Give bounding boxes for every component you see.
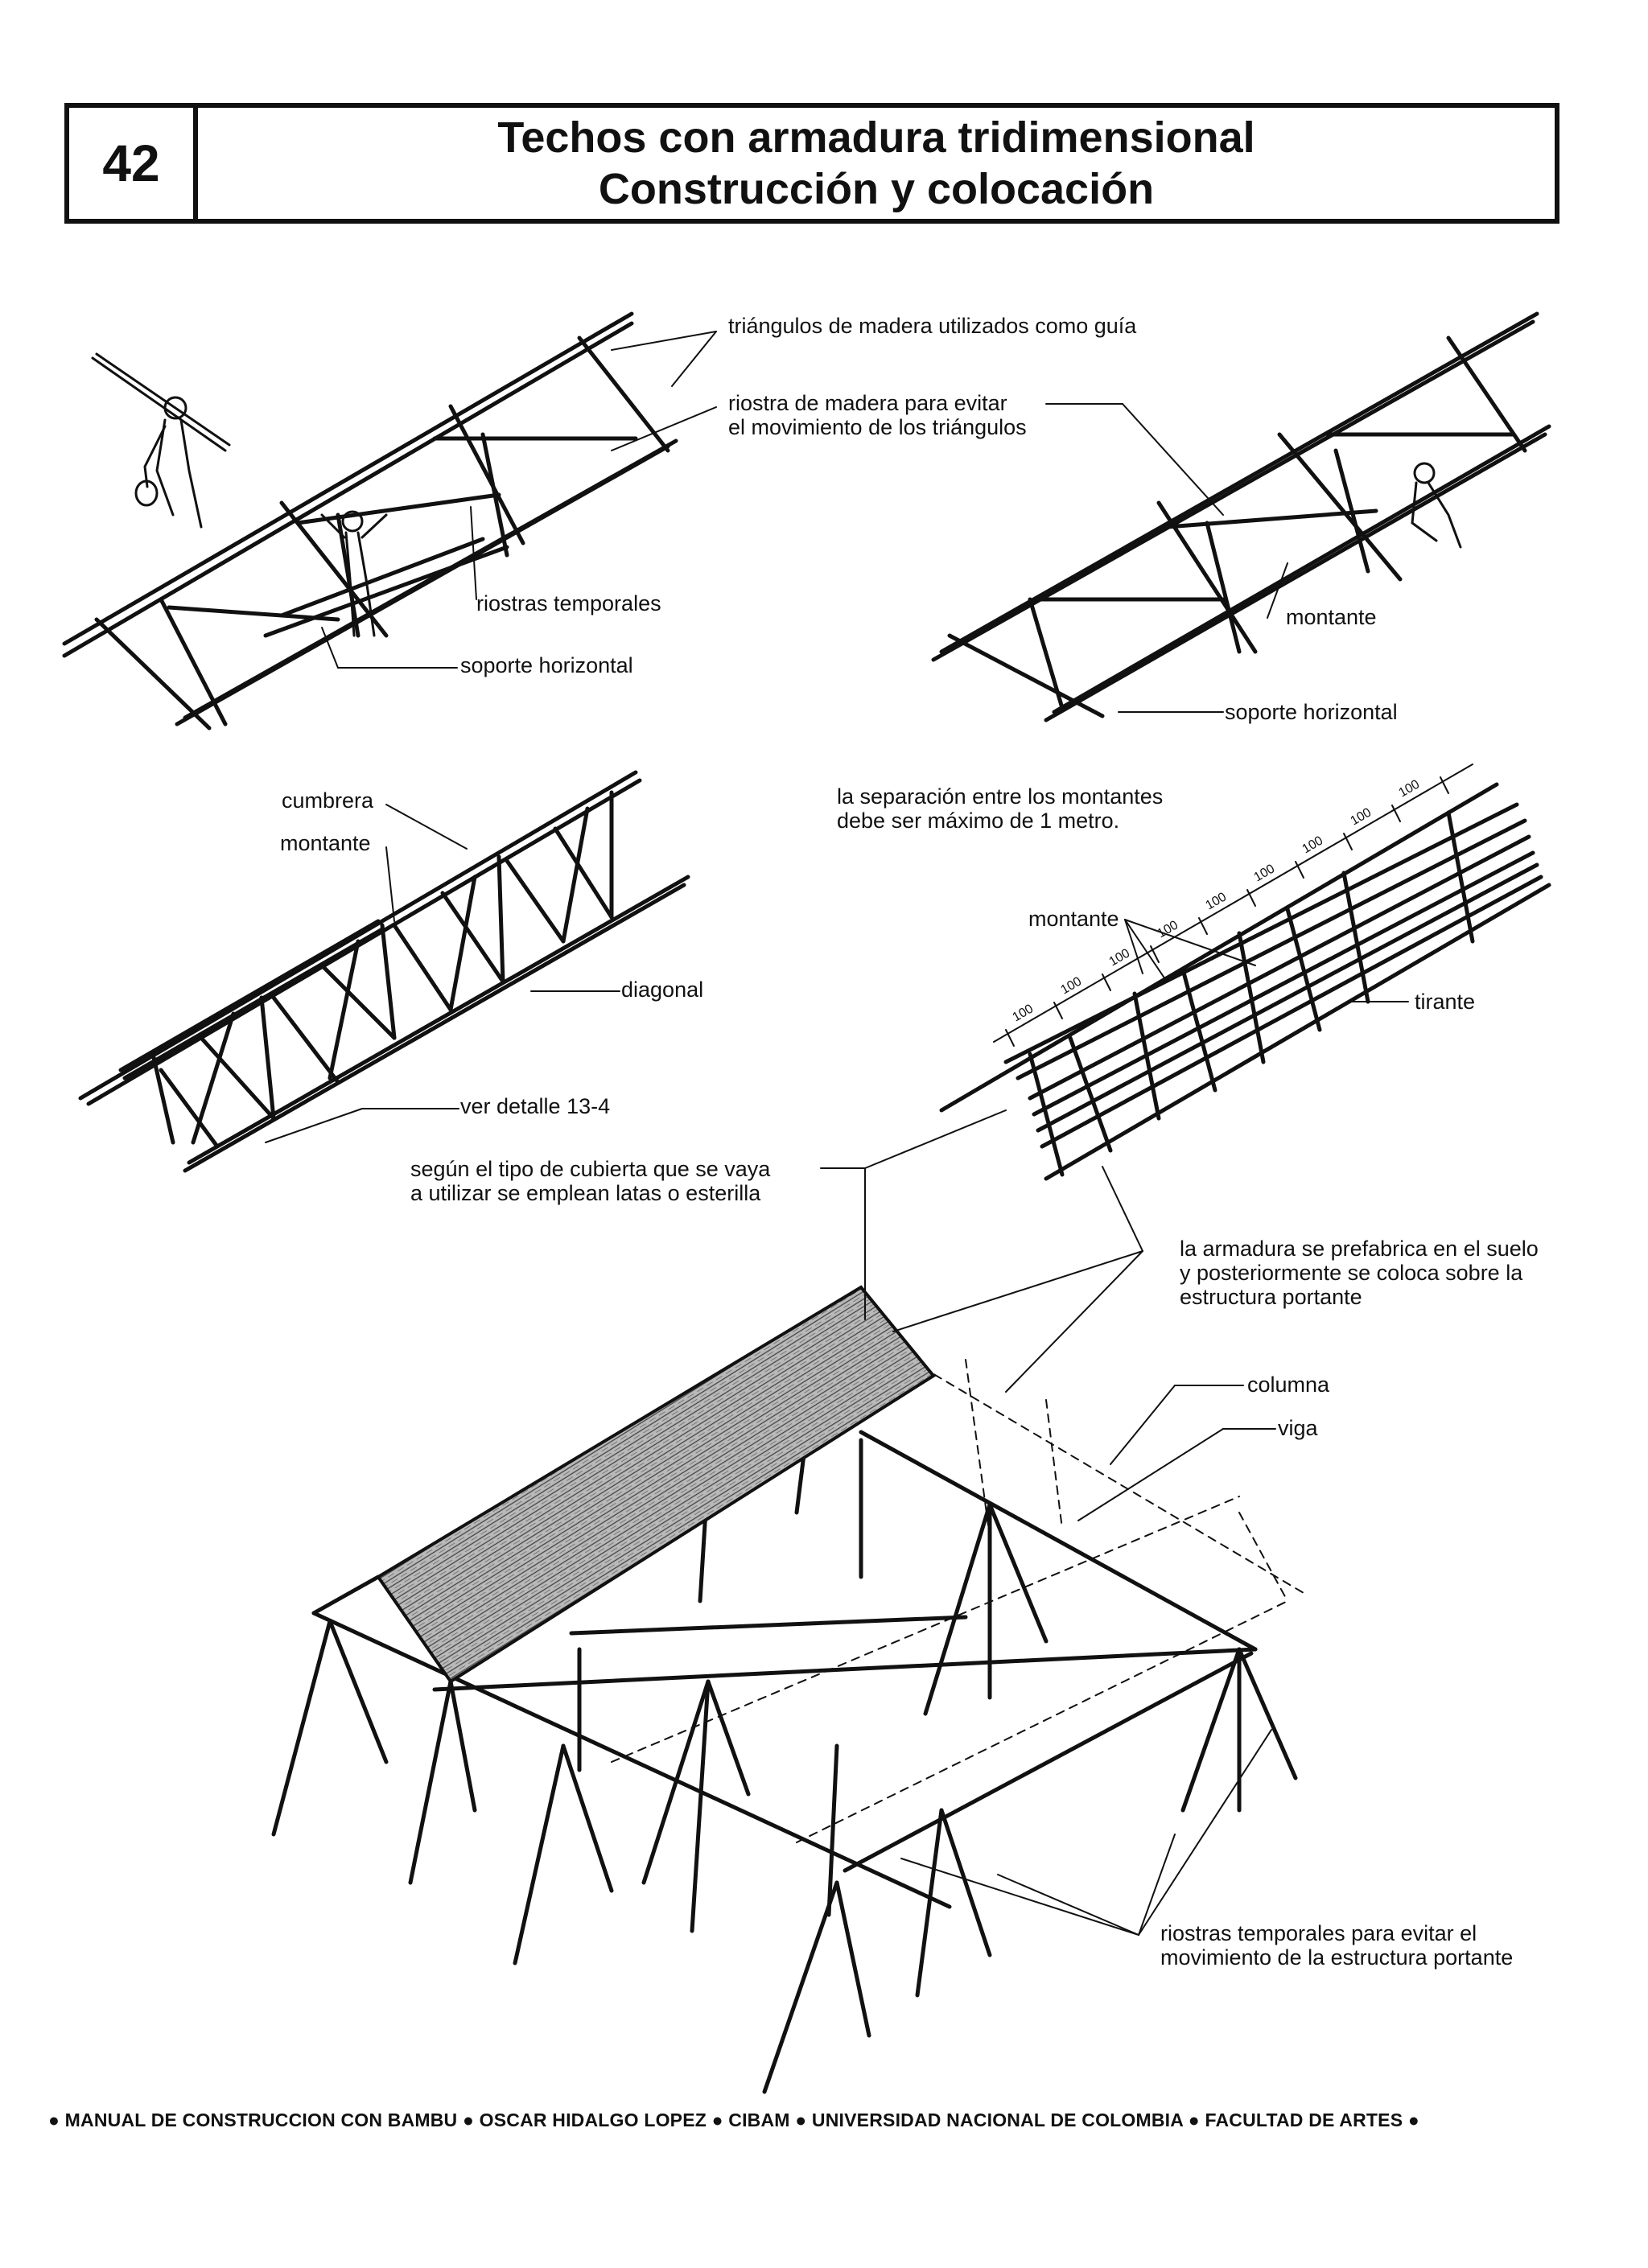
dim-label: 100 xyxy=(1204,890,1230,912)
dim-label: 100 xyxy=(1349,805,1374,828)
label-montante-mid-right: montante xyxy=(1028,907,1119,931)
roof-covering xyxy=(376,1285,936,1684)
dashed-truss-outline xyxy=(611,1359,1304,1843)
page-title: Techos con armadura tridimensional Const… xyxy=(198,108,1555,219)
label-tirante: tirante xyxy=(1415,990,1476,1014)
label-riostra-madera-line1: riostra de madera para evitar xyxy=(728,391,1007,415)
label-prefabrica-line3: estructura portante xyxy=(1180,1285,1362,1309)
truss-middle-right-laths xyxy=(939,782,1551,1181)
label-separacion-line1: la separación entre los montantes xyxy=(837,784,1164,809)
label-cumbrera: cumbrera xyxy=(282,788,374,813)
label-riostra-madera-line2: el movimiento de los triángulos xyxy=(728,415,1027,439)
dim-label: 100 xyxy=(1011,1002,1036,1024)
label-montante-mid-left: montante xyxy=(280,831,371,855)
dim-label: 100 xyxy=(1252,862,1278,884)
label-cubierta: según el tipo de cubierta que se vaya a … xyxy=(410,1157,770,1205)
label-riostras-temporales: riostras temporales xyxy=(476,591,661,615)
leader-lines xyxy=(265,331,1409,1936)
label-diagonal: diagonal xyxy=(621,978,704,1002)
worker-carrying-bamboo xyxy=(91,352,231,529)
title-line-2: Construcción y colocación xyxy=(598,165,1155,213)
truss-assembly-top-right xyxy=(931,311,1551,722)
label-prefabrica-line2: y posteriormente se coloca sobre la xyxy=(1180,1261,1523,1285)
label-prefabrica: la armadura se prefabrica en el suelo y … xyxy=(1180,1237,1539,1309)
truss-middle-left xyxy=(78,770,690,1173)
label-columna: columna xyxy=(1247,1373,1330,1397)
dimension-line xyxy=(993,764,1473,1047)
label-separacion-line2: debe ser máximo de 1 metro. xyxy=(837,809,1120,833)
label-riostras-portante: riostras temporales para evitar el movim… xyxy=(1160,1921,1513,1970)
dim-label: 100 xyxy=(1107,946,1133,969)
worker-kneeling xyxy=(1411,462,1462,549)
label-soporte-horizontal-right: soporte horizontal xyxy=(1225,700,1398,724)
label-ver-detalle: ver detalle 13-4 xyxy=(460,1094,611,1118)
label-triangulos: triángulos de madera utilizados como guí… xyxy=(728,314,1137,338)
label-viga: viga xyxy=(1278,1416,1318,1440)
page-number: 42 xyxy=(69,108,198,219)
label-cubierta-line2: a utilizar se emplean latas o esterilla xyxy=(410,1181,761,1205)
page-footer: ● MANUAL DE CONSTRUCCION CON BAMBU ● OSC… xyxy=(48,2110,1419,2130)
label-cubierta-line1: según el tipo de cubierta que se vaya xyxy=(410,1157,771,1181)
label-prefabrica-line1: la armadura se prefabrica en el suelo xyxy=(1180,1237,1539,1261)
label-riostras-portante-line1: riostras temporales para evitar el xyxy=(1160,1921,1477,1945)
page-header: 42 Techos con armadura tridimensional Co… xyxy=(64,103,1559,224)
worker-lifting-bamboo xyxy=(320,510,388,637)
label-montante-top-right: montante xyxy=(1286,605,1377,629)
label-riostras-portante-line2: movimiento de la estructura portante xyxy=(1160,1945,1514,1970)
label-riostra-madera: riostra de madera para evitar el movimie… xyxy=(728,391,1027,439)
dim-label: 100 xyxy=(1059,974,1085,997)
label-soporte-horizontal-left: soporte horizontal xyxy=(460,653,633,677)
title-line-1: Techos con armadura tridimensional xyxy=(497,113,1255,162)
truss-assembly-top-left xyxy=(62,311,678,731)
supporting-structure xyxy=(271,1430,1298,2094)
label-separacion: la separación entre los montantes debe s… xyxy=(837,784,1163,833)
dim-label: 100 xyxy=(1300,834,1326,856)
